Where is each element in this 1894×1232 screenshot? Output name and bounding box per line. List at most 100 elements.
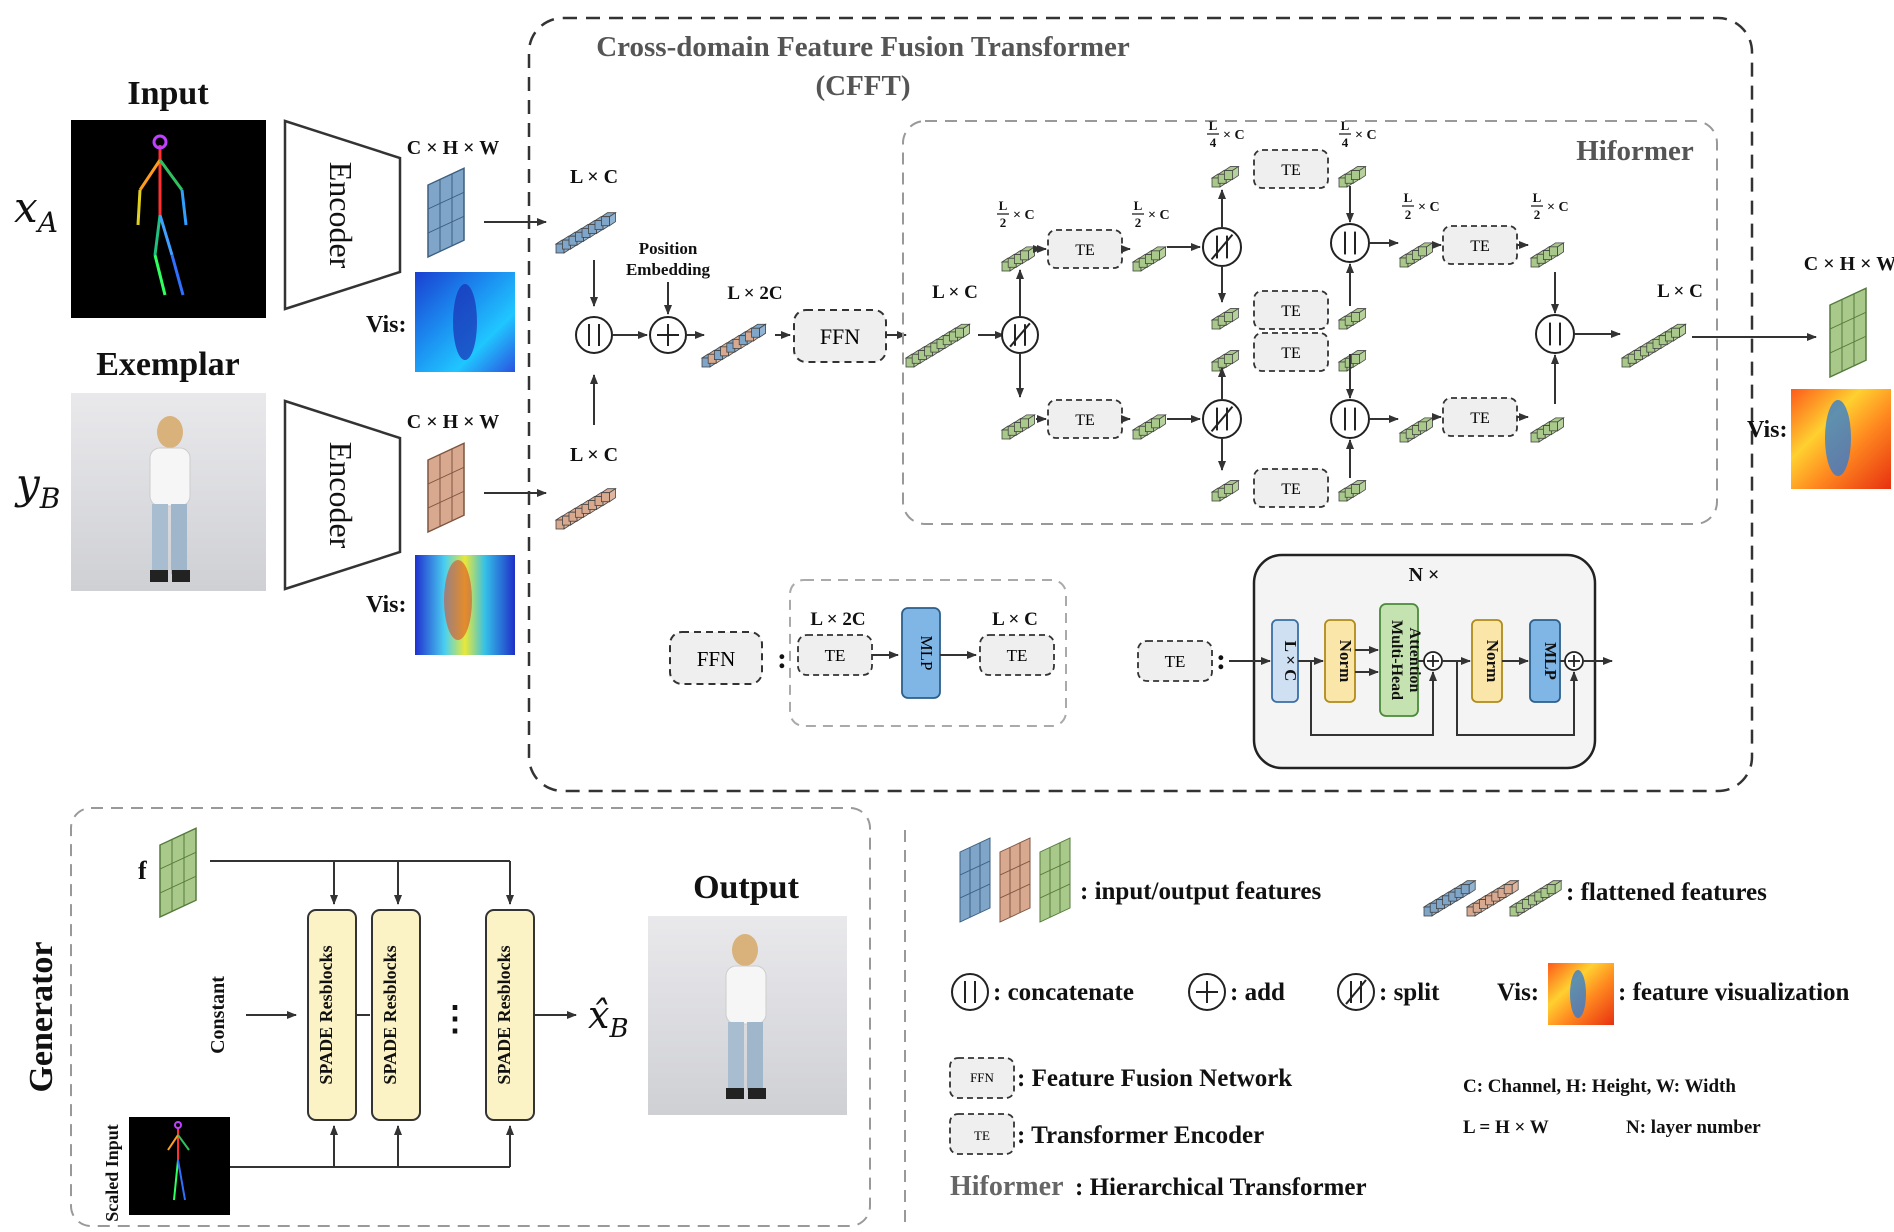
spade-block-3-label: SPADE Resblocks	[494, 945, 514, 1084]
token-chunk-cube	[1549, 246, 1558, 257]
spade-block-2-label: SPADE Resblocks	[380, 945, 400, 1084]
constant-label: Constant	[207, 976, 229, 1054]
token-chunk-cube	[1151, 250, 1160, 261]
token-green-side	[963, 323, 970, 338]
chw-bottom: C × H × W	[407, 411, 499, 433]
token-chunk-cube	[1351, 170, 1360, 180]
concatenate-icon	[1535, 314, 1575, 354]
dimension-fraction-labels: L2× CL2× CL4× CL4× CL2× CL2× C	[997, 118, 1569, 230]
legend-token-brown-cube	[1503, 884, 1513, 895]
vis-silhouette-output	[1825, 400, 1851, 476]
split-icon-slash	[1009, 322, 1031, 348]
concat-icons	[1330, 223, 1575, 439]
spade-ellipsis: ⋮	[438, 1001, 472, 1038]
chw-top: C × H × W	[407, 137, 499, 159]
te-box-label: TE	[1281, 303, 1301, 320]
vis-label-output: Vis:	[1747, 417, 1787, 443]
generator-title: Generator	[23, 941, 60, 1092]
encoder-top-label: Encoder	[323, 162, 359, 269]
te-mlp-label: MLP	[1541, 642, 1560, 680]
times-c-label: × C	[1418, 200, 1440, 215]
times-c-label: × C	[1223, 128, 1245, 143]
cfft-title-line2: (CFFT)	[815, 70, 910, 102]
token-chunk-cube	[1224, 484, 1233, 494]
legend-split-text: : split	[1379, 979, 1440, 1006]
te-box-label: TE	[1075, 242, 1095, 259]
legend-add-text: : add	[1230, 979, 1285, 1006]
legend-vis-label: Vis:	[1497, 979, 1539, 1006]
ffn-detail-key-label: FFN	[697, 647, 736, 671]
te-detail-key	[1137, 640, 1213, 682]
te-box	[1253, 468, 1329, 508]
ffn-box-label: FFN	[820, 324, 860, 349]
lc-top-label: L × C	[570, 166, 618, 188]
ffn-te-2	[979, 634, 1055, 676]
times-c-label: × C	[1013, 208, 1035, 223]
legend-hiformer-word: Hiformer	[950, 1171, 1064, 1202]
token-chunk-side	[1232, 307, 1239, 323]
legend-te-box-label: TE	[974, 1128, 990, 1143]
input-pose-image	[71, 120, 266, 318]
lc-hiformer-out: L × C	[1657, 281, 1703, 302]
legend-vis-text: : feature visualization	[1618, 979, 1850, 1006]
ffn-te-1-label: TE	[825, 646, 846, 665]
ffn-detail-key	[669, 631, 763, 685]
token-chunk-side	[1232, 165, 1239, 181]
input-title: Input	[127, 75, 209, 112]
legend-ffn-box	[949, 1057, 1015, 1099]
token-chunk-cube	[1351, 354, 1360, 364]
legend-concatenate-icon	[951, 973, 989, 1011]
encoder-bottom-label: Encoder	[323, 442, 359, 549]
vis-silhouette-exemplar	[444, 560, 472, 640]
token-chunk-cube	[1151, 418, 1160, 429]
fraction-denominator: 2	[1135, 215, 1142, 230]
token-fused-cube	[751, 327, 760, 338]
position-embedding-line2: Embedding	[626, 260, 711, 279]
te-box	[1253, 290, 1329, 330]
hiformer-box	[902, 120, 1718, 525]
concatenate-icon	[575, 316, 613, 354]
output-feature-map-green	[1829, 287, 1867, 379]
token-chunk-side	[1359, 349, 1366, 365]
token-chunk-side	[1557, 242, 1564, 257]
exemplar-title: Exemplar	[96, 346, 240, 383]
token-chunk-side	[1426, 242, 1433, 257]
token-chunk-cube	[1549, 421, 1558, 432]
te-box-label: TE	[1281, 162, 1301, 179]
te-norm-2-label: Norm	[1483, 640, 1502, 682]
te-box-label: TE	[1075, 412, 1095, 429]
token-chunk-cube	[1224, 312, 1233, 322]
ffn-mlp-label: MLP	[917, 636, 936, 671]
fraction-numerator: L	[1533, 190, 1542, 205]
split-icon-slash	[1210, 406, 1234, 432]
ffn-l2c: L × 2C	[810, 609, 865, 630]
token-chunk-cube	[1020, 418, 1029, 429]
ffn-colon: :	[777, 642, 787, 675]
legend-concatenate-text: : concatenate	[993, 979, 1134, 1006]
spade-block-1-label: SPADE Resblocks	[316, 945, 336, 1084]
residual-2	[1456, 661, 1578, 736]
hiformer-title: Hiformer	[1576, 135, 1694, 167]
lc-hiformer-in: L × C	[932, 282, 978, 303]
token-chunk-cube	[1418, 421, 1427, 432]
fraction-denominator: 2	[1000, 215, 1007, 230]
spade-block-2	[371, 909, 421, 1121]
token-chunk-side	[1159, 246, 1166, 261]
times-c-label: × C	[1547, 200, 1569, 215]
generator-input-feature-green	[159, 827, 197, 919]
fraction-numerator: L	[999, 198, 1008, 213]
times-c-label: × C	[1148, 208, 1170, 223]
legend-te-text: : Transformer Encoder	[1017, 1122, 1264, 1149]
token-chunk-side	[1232, 479, 1239, 495]
ffn-mlp	[901, 607, 941, 699]
token-chunk-side	[1426, 417, 1433, 432]
split-icon-slash	[1210, 234, 1234, 260]
times-c-label: × C	[1355, 128, 1377, 143]
token-fused-side	[759, 323, 766, 338]
te-box	[1253, 149, 1329, 189]
te-colon: :	[1216, 643, 1226, 676]
y-b-label: yB	[14, 459, 60, 515]
vis-label-bottom: Vis:	[366, 592, 406, 618]
